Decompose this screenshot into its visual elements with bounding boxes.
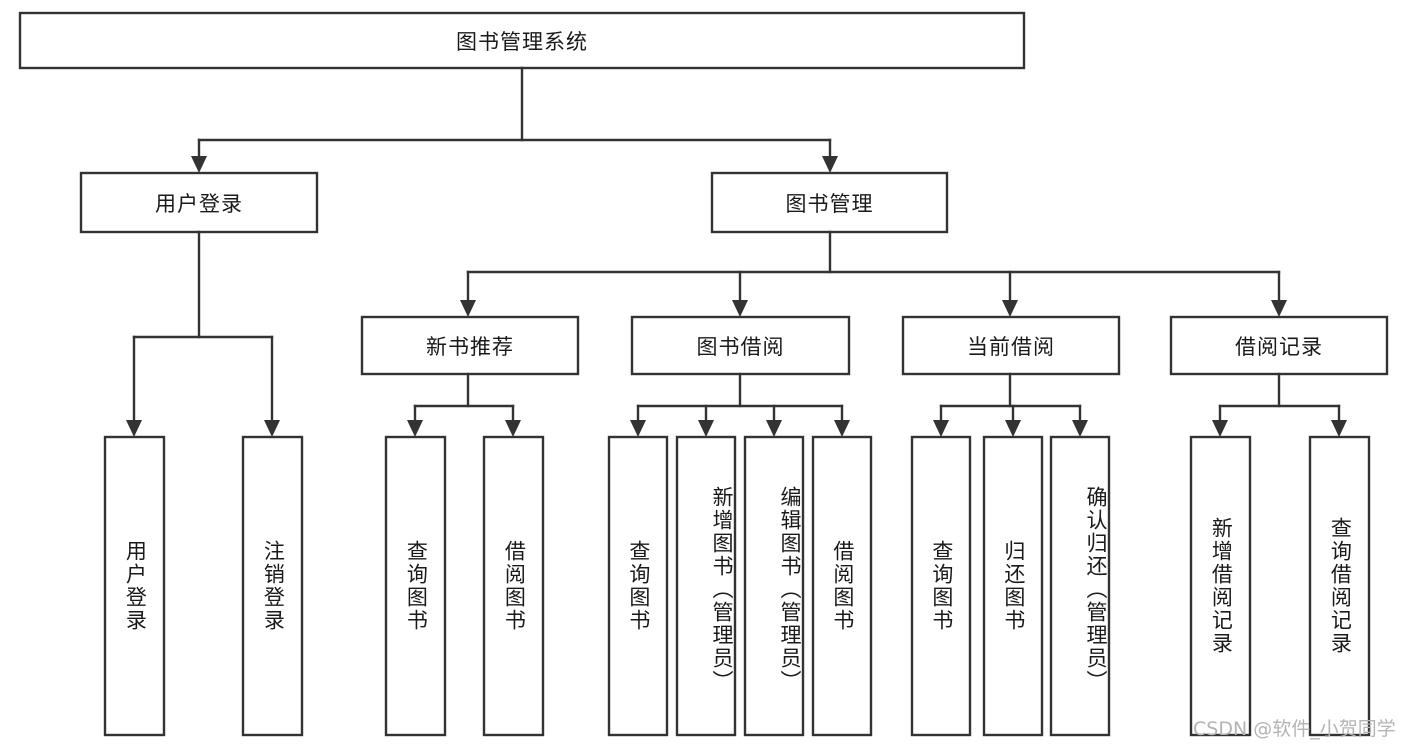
node-label-current-borrow: 当前借阅 [967,334,1055,359]
arrow-head-leaf-book-borrow-3 [834,420,850,437]
node-label-leaf-book-borrow-1: 新增图书（管理员） [710,485,734,693]
node-label-book-management: 图书管理 [785,191,874,216]
node-label-borrow-record: 借阅记录 [1235,334,1323,359]
node-label-leaf-current-borrow-1: 归还图书 [1001,540,1026,632]
arrow-head-leaf-current-borrow-1 [1005,420,1021,437]
node-label-user-login: 用户登录 [155,191,243,216]
node-box-leaf-book-borrow-1[interactable] [675,435,737,737]
node-label-leaf-new-book-1: 借阅图书 [502,540,527,632]
arrow-head-leaf-book-borrow-1 [698,420,714,437]
arrow-head-new-book-recommend [460,300,476,317]
node-label-leaf-user-login-0: 用户登录 [123,540,148,632]
arrow-head-leaf-borrow-record-1 [1331,420,1347,437]
node-label-leaf-borrow-record-1: 查询借阅记录 [1328,517,1353,655]
node-label-leaf-new-book-0: 查询图书 [404,540,429,632]
node-label-leaf-book-borrow-3: 借阅图书 [830,540,855,632]
node-label-leaf-current-borrow-2: 确认归还（管理员） [1084,485,1108,693]
node-label-book-borrow: 图书借阅 [696,334,785,359]
arrow-head-leaf-book-borrow-0 [630,420,646,437]
node-box-leaf-borrow-record-1[interactable] [1308,435,1371,737]
arrow-head-leaf-user-login-0 [126,420,142,437]
node-box-leaf-new-book-1[interactable] [482,435,545,737]
arrow-head-borrow-record [1271,300,1287,317]
node-box-leaf-book-borrow-0[interactable] [607,435,669,737]
node-box-leaf-user-login-0[interactable] [103,435,166,737]
arrow-head-leaf-current-borrow-0 [933,420,949,437]
node-box-current-borrow[interactable] [901,315,1121,376]
node-box-user-login[interactable] [79,171,319,234]
node-box-leaf-book-borrow-3[interactable] [811,435,873,737]
arrow-head-book-management [822,156,838,173]
node-box-leaf-current-borrow-2[interactable] [1049,435,1111,737]
node-label-leaf-book-borrow-0: 查询图书 [626,540,651,632]
arrow-head-leaf-new-book-1 [505,420,521,437]
node-label-leaf-borrow-record-0: 新增借阅记录 [1209,517,1234,655]
arrow-head-leaf-borrow-record-0 [1212,420,1228,437]
node-box-new-book-recommend[interactable] [360,315,580,376]
arrow-head-leaf-user-login-1 [264,420,280,437]
node-box-leaf-user-login-1[interactable] [241,435,304,737]
arrow-head-user-login [191,156,207,173]
node-label-leaf-current-borrow-0: 查询图书 [929,540,954,632]
csdn-watermark: CSDN @软件_小贺同学 [1193,718,1396,740]
node-box-root[interactable] [18,11,1026,70]
arrow-head-leaf-book-borrow-2 [766,420,782,437]
node-label-leaf-book-borrow-2: 编辑图书（管理员） [778,485,802,693]
arrow-head-leaf-current-borrow-2 [1072,420,1088,437]
arrow-head-leaf-new-book-0 [407,420,423,437]
node-box-leaf-current-borrow-0[interactable] [910,435,972,737]
node-box-leaf-new-book-0[interactable] [384,435,447,737]
node-box-leaf-current-borrow-1[interactable] [982,435,1044,737]
arrow-head-book-borrow [732,300,748,317]
node-box-leaf-borrow-record-0[interactable] [1189,435,1252,737]
node-label-root: 图书管理系统 [456,29,588,54]
node-label-new-book-recommend: 新书推荐 [426,334,514,359]
arrow-head-current-borrow [1002,300,1018,317]
node-label-leaf-user-login-1: 注销登录 [261,540,286,632]
